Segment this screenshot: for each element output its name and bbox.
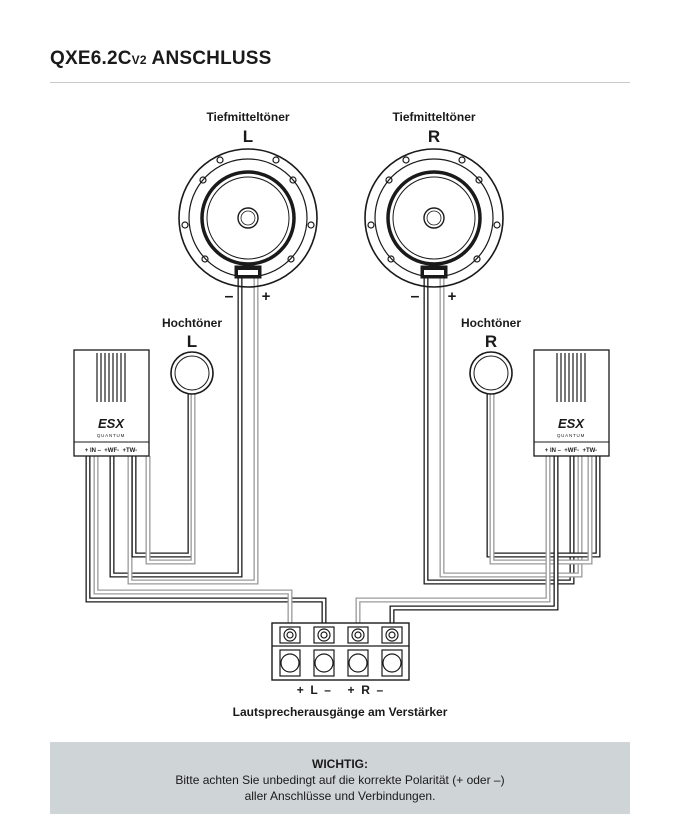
notice-heading: WICHTIG: [312,757,368,771]
wire-right-input-minus [389,456,559,632]
left-tweeter-label: Hochtöner [162,316,222,330]
notice-line-2: aller Anschlüsse und Verbindungen. [244,789,436,803]
right-woofer-channel: R [428,127,440,146]
amplifier-caption: Lautsprecherausgänge am Verstärker [233,705,448,719]
right-crossover-logo: ESX [558,416,585,431]
left-woofer [178,148,318,288]
notice-line-1: Bitte achten Sie unbedingt auf die korre… [175,773,505,787]
wire-right-woofer-minus [423,278,575,585]
left-woofer-plus: + [262,288,271,305]
amplifier-terminal-labels: + L – + R – [297,683,384,697]
right-crossover-terminals: + IN – +WF- +TW- [545,448,597,454]
left-crossover-sub: QUANTUM [97,433,125,438]
title-rest: ANSCHLUSS [146,48,272,69]
wire-right-tweeter-b [489,392,593,565]
left-woofer-label: Tiefmitteltöner [206,110,289,124]
wire-left-woofer-minus [109,278,243,578]
left-woofer-minus: – [225,288,234,305]
left-woofer-channel: L [243,127,253,146]
title-version: V2 [131,53,147,67]
title-model: QXE6.2C [50,48,132,69]
left-crossover-logo: ESX [98,416,125,431]
right-woofer-plus: + [448,288,457,305]
left-tweeter [170,351,214,395]
right-woofer-label: Tiefmitteltöner [392,110,475,124]
wire-right-input-plus [355,456,551,632]
wire-right-tweeter-a [486,392,601,558]
right-crossover: ESX QUANTUM + IN – +WF- +TW- [533,349,610,457]
right-tweeter [469,351,513,395]
amplifier-terminal-block [271,622,410,681]
right-tweeter-channel: R [485,332,497,351]
left-tweeter-channel: L [187,332,197,351]
title-divider [50,82,630,83]
right-woofer [364,148,504,288]
wire-right-woofer-plus [439,278,583,578]
left-crossover-terminals: + IN – +WF- +TW- [85,448,137,454]
page-title: QXE6.2CV2 ANSCHLUSS [50,48,272,70]
right-crossover-sub: QUANTUM [557,433,585,438]
wiring-diagram: Tiefmitteltöner L – + Tiefmitteltöner R [73,110,610,719]
right-tweeter-label: Hochtöner [461,316,521,330]
right-woofer-minus: – [411,288,420,305]
important-notice: WICHTIG: Bitte achten Sie unbedingt auf … [50,742,630,814]
wire-left-input-plus [85,456,327,632]
wire-left-woofer-plus [127,278,259,585]
wire-left-tweeter-b [145,392,196,565]
left-crossover: ESX QUANTUM + IN – +WF- +TW- [73,349,150,457]
wire-left-tweeter-a [131,392,193,558]
wire-left-input-minus [93,456,293,632]
